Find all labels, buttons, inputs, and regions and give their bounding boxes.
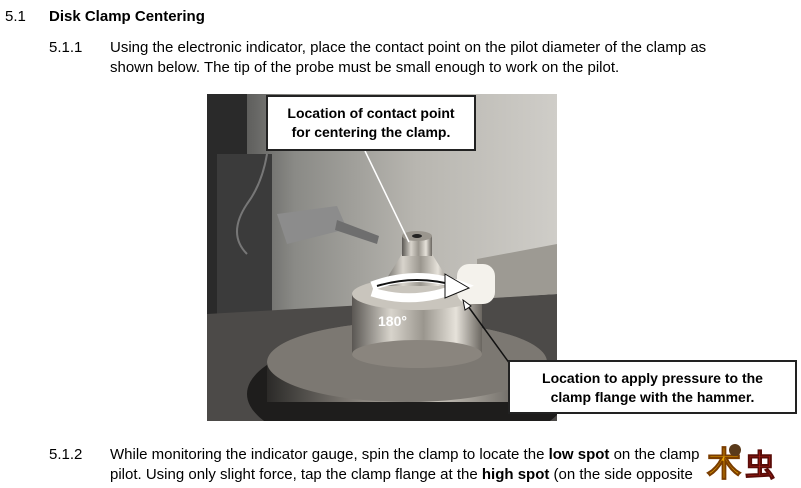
callout-line: Location to apply pressure to the (542, 370, 763, 386)
text-run: pilot. Using only slight force, tap the … (110, 466, 482, 483)
callout-line: clamp flange with the hammer. (550, 389, 755, 405)
section-title: Disk Clamp Centering (49, 8, 205, 25)
emphasis-high-spot: high spot (481, 466, 550, 483)
step-text-line: shown below. The tip of the probe must b… (110, 59, 620, 76)
callout-line: for centering the clamp. (291, 124, 451, 140)
rotation-label: 180° (378, 313, 407, 329)
step-text-line: Using the electronic indicator, place th… (110, 39, 707, 56)
step-number: 5.1.1 (49, 39, 83, 56)
text-run: (on the side opposite (549, 466, 693, 483)
text-run: on the clamp (609, 446, 700, 463)
watermark-logo: 木 虫 (705, 440, 801, 486)
step-text-line: pilot. Using only slight force, tap the … (110, 465, 699, 485)
emphasis-low-spot: low spot (548, 446, 610, 463)
callout-line: Location of contact point (287, 105, 455, 121)
step-text: While monitoring the indicator gauge, sp… (110, 445, 699, 485)
step-number: 5.1.2 (49, 446, 83, 463)
step-text: Using the electronic indicator, place th… (110, 38, 706, 78)
callout-contact-point: Location of contact point for centering … (266, 95, 476, 151)
callout-pressure-location: Location to apply pressure to the clamp … (508, 360, 797, 414)
svg-text:虫: 虫 (745, 449, 775, 484)
step-text-line: While monitoring the indicator gauge, sp… (110, 445, 699, 465)
text-run: While monitoring the indicator gauge, sp… (110, 446, 549, 463)
section-number: 5.1 (5, 8, 26, 25)
clamp-photo (207, 94, 557, 421)
